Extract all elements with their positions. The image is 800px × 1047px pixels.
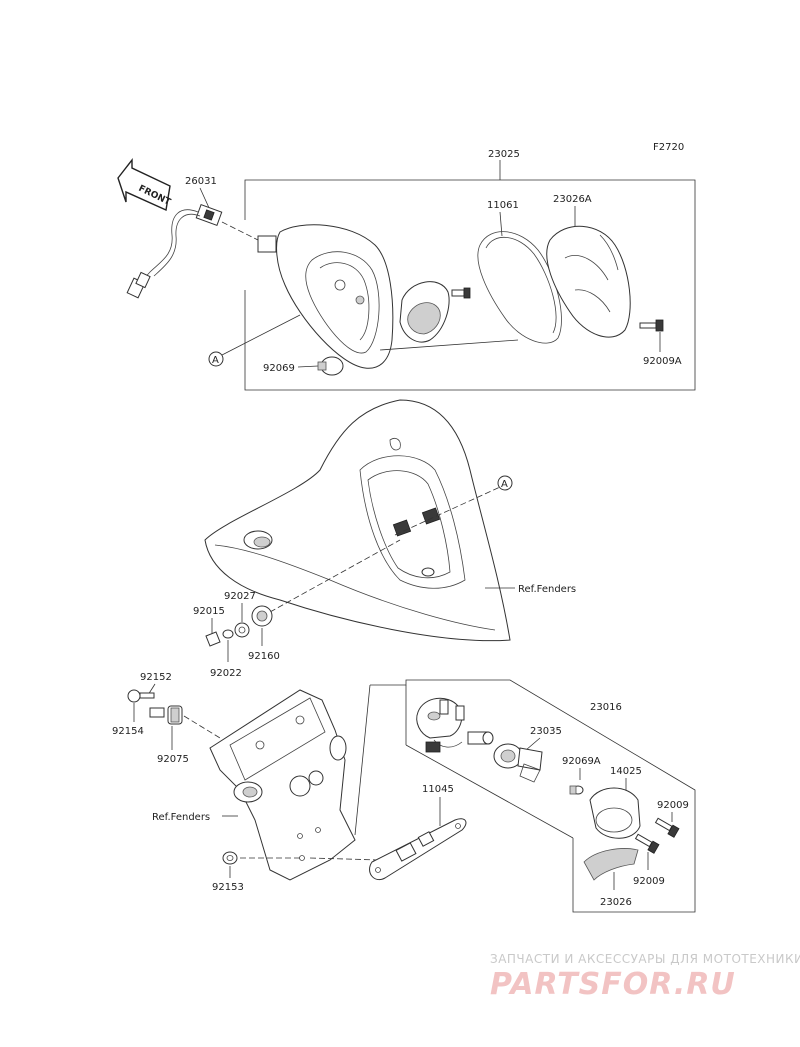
- bolt-92154: [127, 689, 155, 703]
- watermark-line1: ЗАПЧАСТИ И АКСЕССУАРЫ ДЛЯ МОТОТЕХНИКИ: [490, 952, 800, 966]
- lamp-cover-14025: [589, 787, 641, 839]
- washer-92153: [222, 851, 238, 865]
- watermark-logo: ЗАПЧАСТИ И АКСЕССУАРЫ ДЛЯ МОТОТЕХНИКИ PA…: [490, 952, 800, 1002]
- gasket-11061: [477, 231, 562, 344]
- assembly-box-23016: [370, 679, 696, 913]
- lamp-reflector: [399, 281, 450, 343]
- screw-92009-b: [634, 833, 660, 854]
- label-92009-b: 92009: [633, 876, 665, 887]
- socket-23035: [493, 743, 543, 783]
- label-14025: 14025: [610, 766, 642, 777]
- watermark-line2: PARTSFOR.RU: [490, 967, 736, 1002]
- license-lamp-assembly-group: 23016 23035 92069A: [370, 679, 696, 913]
- lens-23026A: [546, 225, 631, 338]
- label-92015: 92015: [193, 606, 225, 617]
- lamp-base: [416, 697, 465, 753]
- label-92022: 92022: [210, 668, 242, 679]
- plate-holder-11045: [369, 818, 467, 880]
- bulb-92069A: [569, 785, 584, 795]
- callout-a-lower-text: A: [501, 479, 508, 490]
- label-92152: 92152: [140, 672, 172, 683]
- socket-tube: [467, 731, 494, 745]
- label-23026: 23026: [600, 897, 632, 908]
- label-92153: 92153: [212, 882, 244, 893]
- label-92009A: 92009A: [643, 356, 682, 367]
- tail-lamp-assembly-group: 23025 26031 A 92069: [126, 149, 696, 391]
- label-92075: 92075: [157, 754, 189, 765]
- label-92069: 92069: [263, 363, 295, 374]
- label-11061: 11061: [487, 200, 519, 211]
- label-11045: 11045: [422, 784, 454, 795]
- label-23026A: 23026A: [553, 194, 592, 205]
- assembly-box-23025: [244, 179, 696, 391]
- callout-a-upper: [208, 351, 224, 367]
- bulb-92069: [317, 356, 344, 376]
- figure-code: F2720: [653, 142, 684, 153]
- label-92027: 92027: [224, 591, 256, 602]
- license-bracket-group: 92152 92154 92075: [112, 672, 467, 893]
- label-23016: 23016: [590, 702, 622, 713]
- screw-92009A: [639, 319, 664, 332]
- tail-lamp-housing: [276, 224, 394, 369]
- collar-92152: [149, 707, 165, 718]
- wire-harness-26031: [126, 204, 223, 299]
- label-92009-a: 92009: [657, 800, 689, 811]
- screw-upper: [451, 287, 471, 299]
- label-23025: 23025: [488, 149, 520, 160]
- label-92154: 92154: [112, 726, 144, 737]
- screw-92009-a: [654, 817, 680, 838]
- label-ref-fenders-2: Ref.Fenders: [152, 812, 210, 823]
- label-26031: 26031: [185, 176, 217, 187]
- label-23035: 23035: [530, 726, 562, 737]
- front-arrow-icon: FRONT: [117, 157, 173, 212]
- callout-a-lower: [497, 475, 513, 491]
- label-92069A: 92069A: [562, 756, 601, 767]
- label-92160: 92160: [248, 651, 280, 662]
- fastener-set-upper: 92027 92015 92160 92022: [193, 591, 280, 679]
- callout-a-upper-text: A: [212, 355, 219, 366]
- rear-fender: [204, 399, 511, 642]
- label-ref-fenders-1: Ref.Fenders: [518, 584, 576, 595]
- grommet-92075: [167, 705, 183, 725]
- lens-23026: [583, 848, 639, 881]
- lamp-connector: [257, 235, 277, 253]
- license-plate-bracket: [209, 689, 356, 881]
